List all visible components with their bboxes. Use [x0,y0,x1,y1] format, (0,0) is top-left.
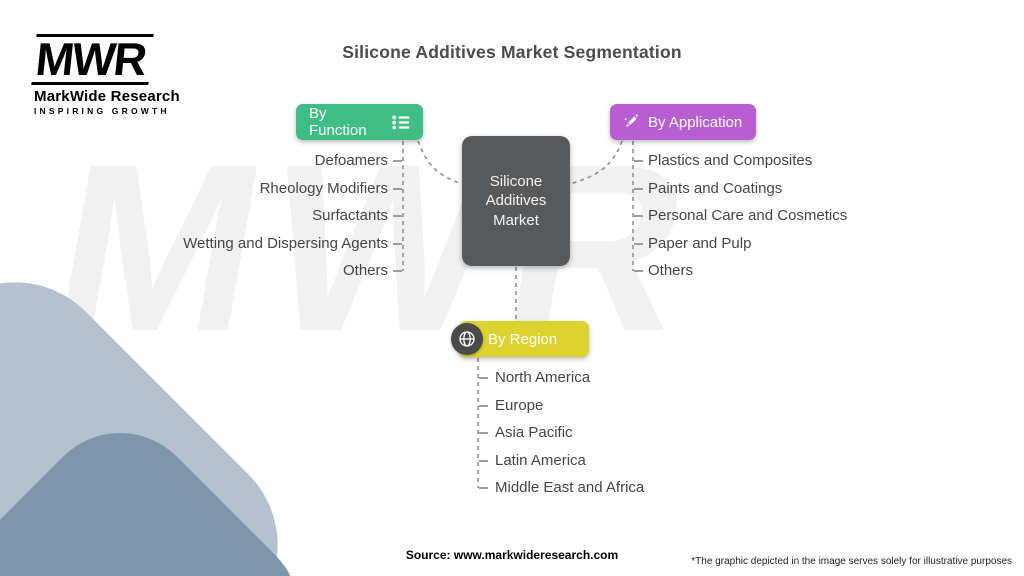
source-text: Source: www.markwideresearch.com [405,548,619,562]
brand-logo-tagline: INSPIRING GROWTH [34,105,170,116]
list-item: Asia Pacific [495,424,573,442]
page-title: Silicone Additives Market Segmentation [342,42,682,62]
list-item: Europe [495,396,544,414]
list-icon [392,115,410,130]
badge-by-function-label: By Function [309,105,367,139]
list-item: Others [342,262,388,280]
globe-icon [451,323,483,355]
list-item: Others [648,262,694,280]
badge-by-application-label: By Application [648,113,743,131]
list-by-function: Defoamers Rheology Modifiers Surfactants… [0,147,388,285]
center-node-label: Silicone Additives Market [485,172,547,229]
brand-logo: MWR MarkWide Research INSPIRING GROWTH [31,33,180,116]
list-item: Paints and Coatings [648,179,783,197]
list-item: Paper and Pulp [648,234,752,252]
disclaimer-text: *The graphic depicted in the image serve… [691,556,1012,567]
list-item: Defoamers [314,152,388,169]
brand-logo-name: MarkWide Research [34,87,180,105]
list-item: Latin America [495,451,586,469]
center-node: Silicone Additives Market [462,136,570,266]
badge-by-region: By Region [451,321,589,357]
list-item: Middle East and Africa [495,479,645,497]
list-by-application: Plastics and Composites Paints and Coati… [648,147,847,285]
list-by-region: North America Europe Asia Pacific Latin … [495,364,644,502]
badge-by-application: By Application [610,104,756,140]
list-item: Rheology Modifiers [259,179,388,197]
badge-by-region-label: By Region [488,330,558,348]
list-item: Wetting and Dispersing Agents [183,234,388,252]
list-item: Personal Care and Cosmetics [648,207,848,225]
list-item: North America [495,369,591,386]
list-item: Plastics and Composites [648,152,813,169]
pen-icon [623,114,639,130]
list-item: Surfactants [312,207,388,225]
badge-by-function: By Function [296,104,423,140]
